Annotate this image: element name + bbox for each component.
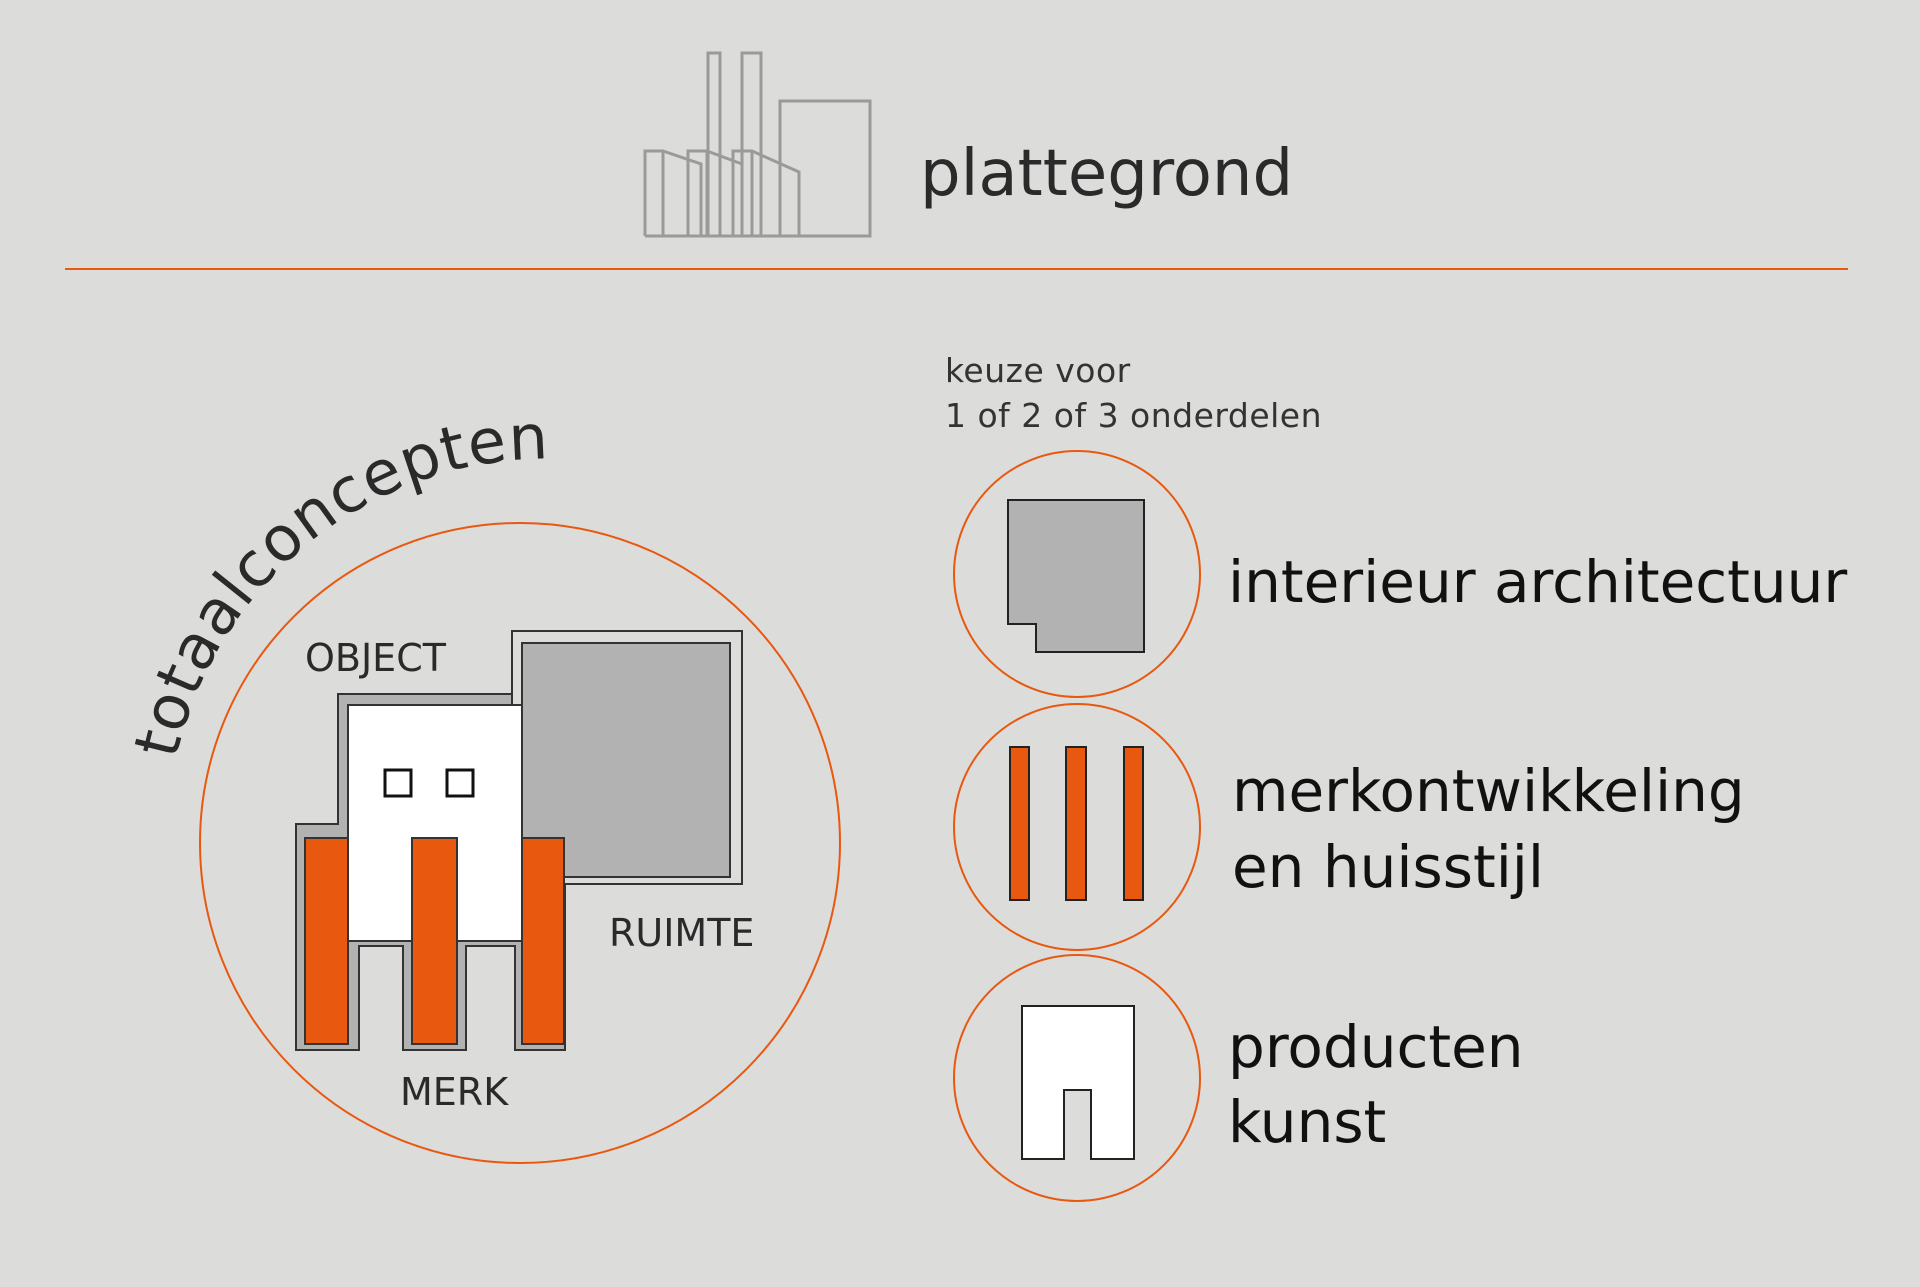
- label-merk: MERK: [400, 1070, 509, 1114]
- object-eye-left: [383, 768, 413, 798]
- option-label-huisstijl: en huisstijl: [1232, 833, 1545, 901]
- option-label-interieur: interieur architectuur: [1228, 548, 1848, 616]
- label-object: OBJECT: [305, 636, 446, 680]
- option-circle-3: [953, 954, 1201, 1202]
- choice-subtitle-line1: keuze voor: [945, 351, 1131, 390]
- merk-bar-2: [411, 837, 458, 1045]
- option-circle-1: [953, 450, 1201, 698]
- label-ruimte: RUIMTE: [609, 911, 755, 955]
- floorplan-icon: [1007, 499, 1145, 653]
- arch-object-icon: [1021, 1005, 1135, 1160]
- option-label-producten: producten: [1228, 1013, 1524, 1081]
- option-circle-2: [953, 703, 1201, 951]
- page-title: plattegrond: [920, 137, 1294, 211]
- option-label-merkontwikkeling: merkontwikkeling: [1232, 757, 1745, 825]
- factory-icon: [643, 51, 872, 238]
- orange-bars-icon: [1009, 746, 1144, 901]
- concept-circle: [199, 522, 841, 1164]
- merk-bar-3: [521, 837, 565, 1045]
- object-eye-right: [445, 768, 475, 798]
- merk-bar-1: [304, 837, 349, 1045]
- concept-figure: [295, 630, 743, 1051]
- option-label-kunst: kunst: [1228, 1088, 1387, 1156]
- choice-subtitle-line2: 1 of 2 of 3 onderdelen: [945, 396, 1323, 435]
